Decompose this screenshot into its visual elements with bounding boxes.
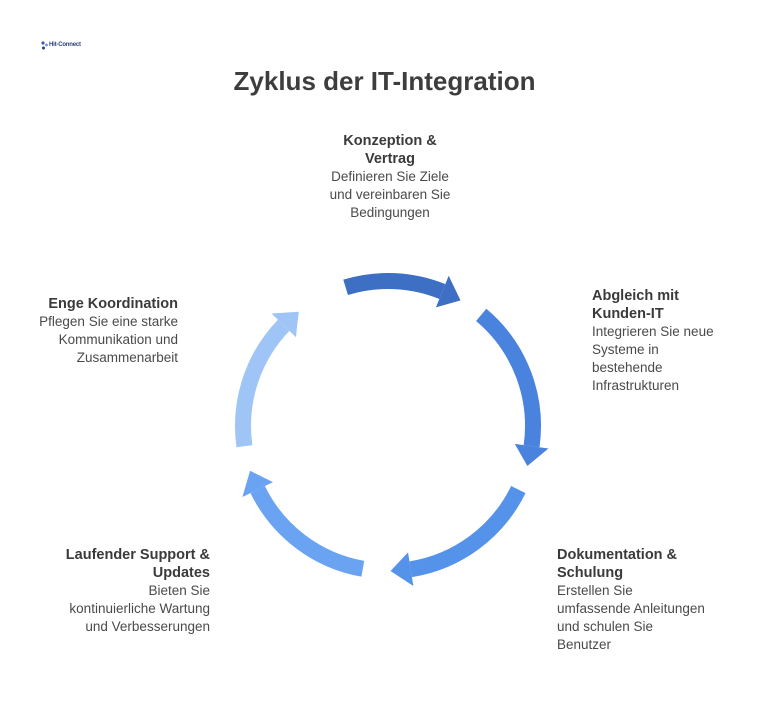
cycle-arrow-5 xyxy=(235,319,290,448)
step-heading: Enge Koordination xyxy=(48,296,178,312)
step-heading: Abgleich mit Kunden-IT xyxy=(592,288,680,322)
cycle-arrowhead-4 xyxy=(242,470,273,498)
step-description: Integrieren Sie neue Systeme in bestehen… xyxy=(592,324,714,393)
cycle-arrowhead-2 xyxy=(514,443,549,466)
page-title: Zyklus der IT-Integration xyxy=(233,66,536,96)
cycle-arrowhead-1 xyxy=(435,275,461,308)
step-heading: Konzeption & Vertrag xyxy=(343,133,437,167)
step-koordination: Enge Koordination Pflegen Sie eine stark… xyxy=(22,295,178,367)
cycle-arrow-4 xyxy=(250,485,365,577)
step-description: Bieten Sie kontinuierliche Wartung und V… xyxy=(69,583,210,634)
logo-text: Hit-Connect xyxy=(49,42,81,48)
logo-mark-icon xyxy=(41,41,48,50)
cycle-arrow-2 xyxy=(475,308,541,448)
step-dokumentation: Dokumentation & Schulung Erstellen Sie u… xyxy=(557,546,707,654)
step-support: Laufender Support & Updates Bieten Sie k… xyxy=(60,546,210,636)
step-heading: Dokumentation & Schulung xyxy=(557,547,678,581)
logo: Hit-Connect xyxy=(40,40,81,54)
cycle-arrowhead-3 xyxy=(390,552,414,587)
cycle-arrow-1 xyxy=(343,273,446,300)
step-description: Erstellen Sie umfassende Anleitungen und… xyxy=(557,583,705,652)
cycle-arrow-3 xyxy=(409,485,526,578)
step-konzeption: Konzeption & Vertrag Definieren Sie Ziel… xyxy=(318,132,462,222)
cycle-arrowhead-5 xyxy=(271,311,299,338)
step-description: Pflegen Sie eine starke Kommunikation un… xyxy=(39,314,178,365)
step-description: Definieren Sie Ziele und vereinbaren Sie… xyxy=(329,169,451,220)
step-heading: Laufender Support & Updates xyxy=(65,547,210,581)
step-abgleich: Abgleich mit Kunden-IT Integrieren Sie n… xyxy=(592,287,727,395)
